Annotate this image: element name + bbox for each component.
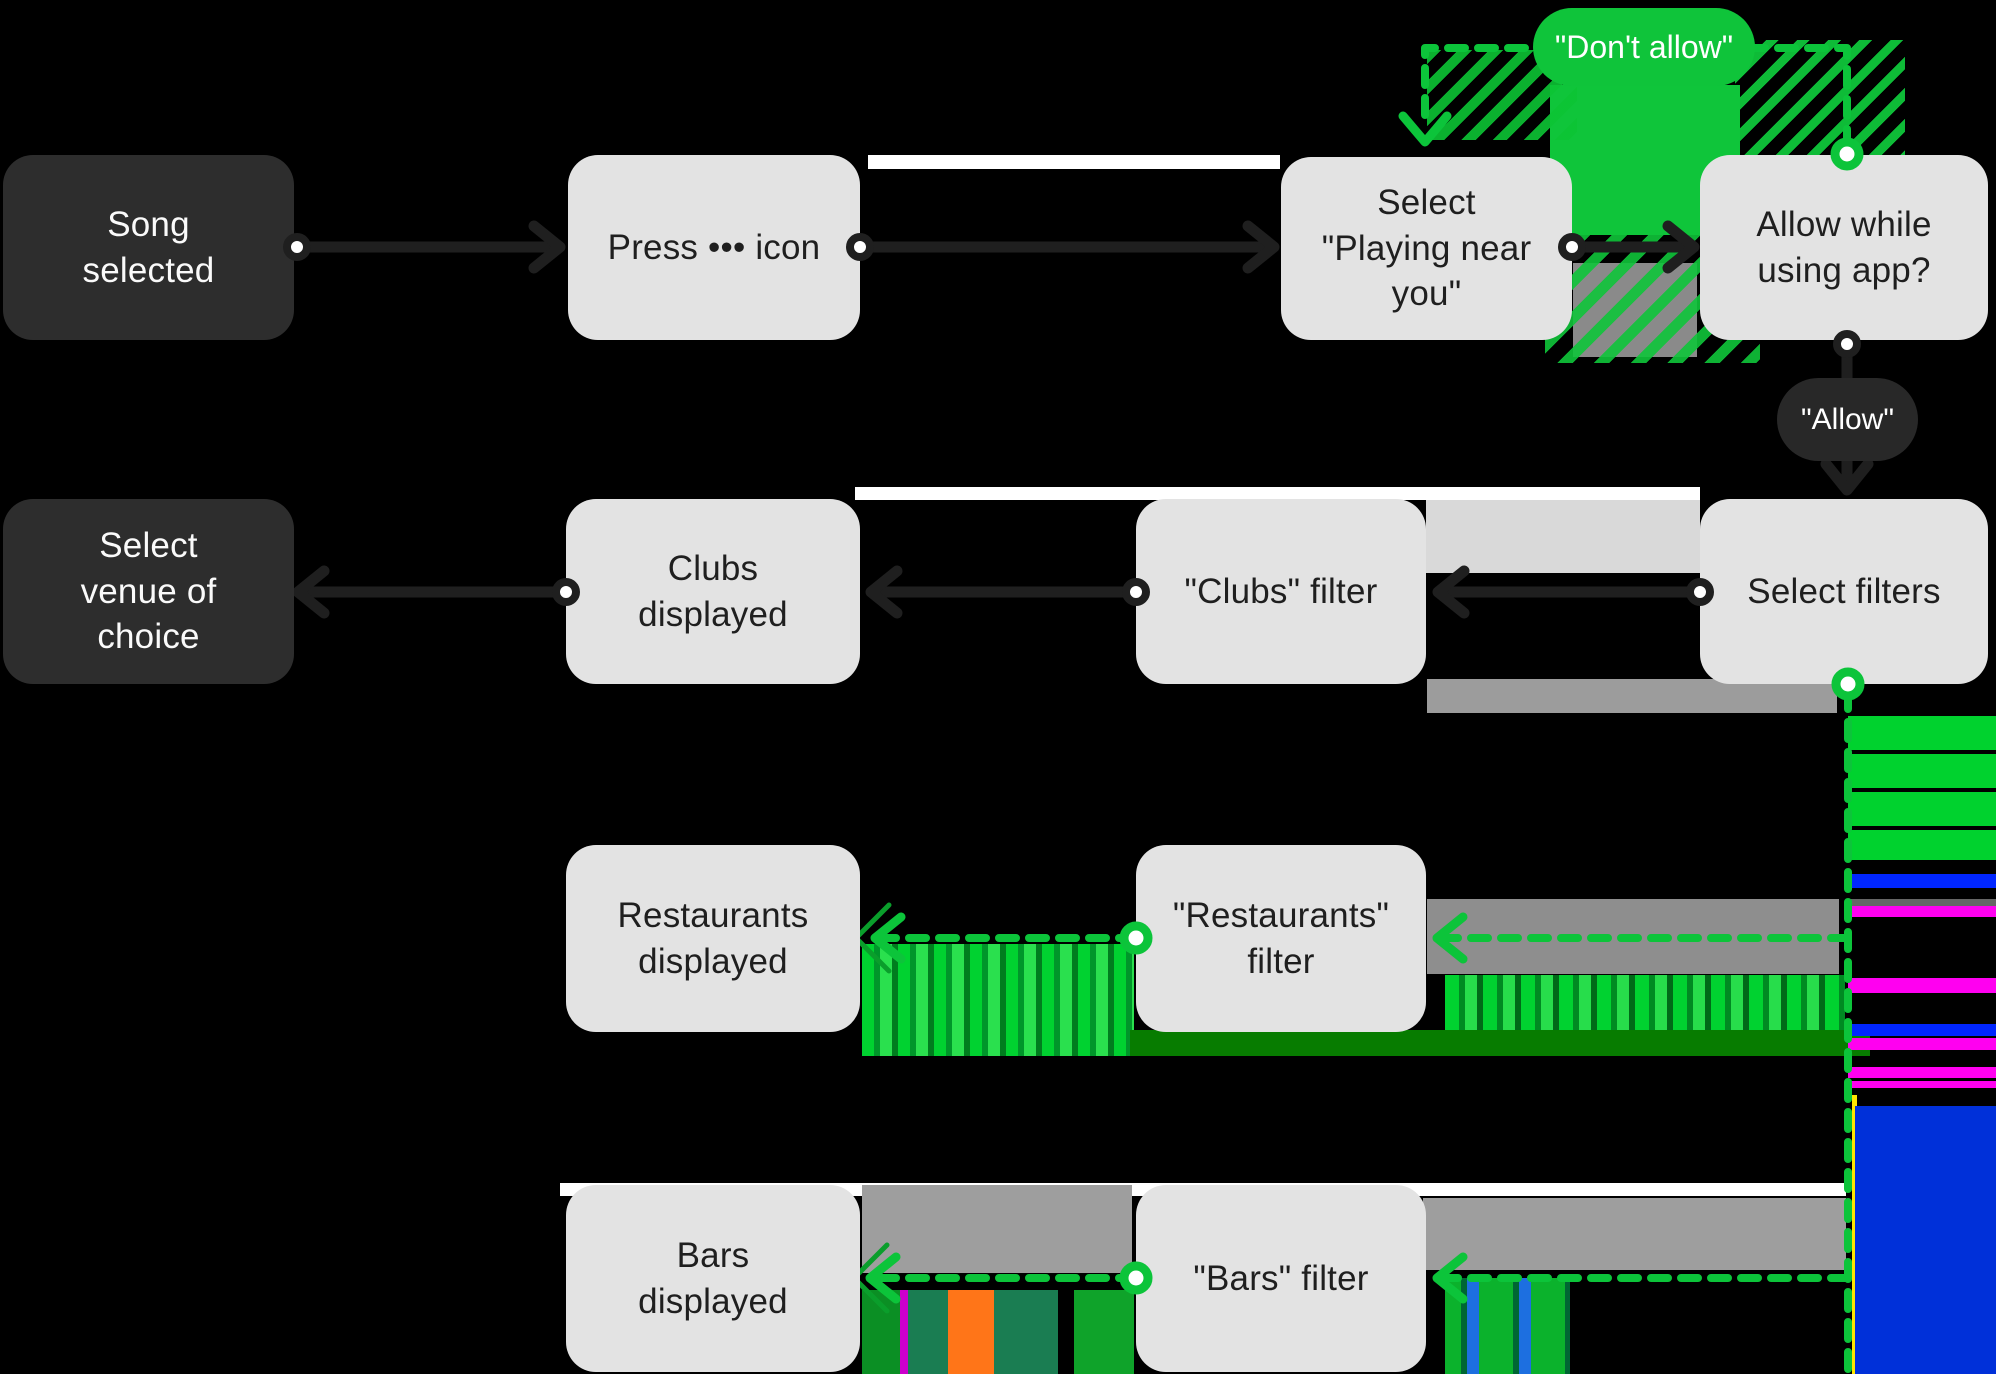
connector-dot-icon — [1833, 330, 1861, 358]
node-restaurants-displayed: Restaurants displayed — [566, 845, 860, 1032]
glitch-darkgreen-band — [1130, 1030, 1870, 1056]
connector-dot-green-icon — [1830, 137, 1864, 171]
glitch-blue-band-2 — [1848, 1024, 1996, 1036]
connector-dot-icon — [552, 578, 580, 606]
connector-dot-icon — [1558, 233, 1586, 261]
node-select-venue-of-choice: Select venue of choice — [3, 499, 294, 684]
glitch-white-stripe-row2 — [855, 487, 1700, 500]
glitch-color-stripes-bars-right — [1445, 1278, 1570, 1374]
glitch-magenta-band-4 — [1848, 1067, 1996, 1078]
connector-dot-icon — [1122, 578, 1150, 606]
node-clubs-displayed: Clubs displayed — [566, 499, 860, 684]
node-select-playing-near-you: Select "Playing near you" — [1281, 157, 1572, 340]
glitch-gray-band-row4-right — [1423, 1198, 1846, 1270]
glitch-green-stripes-restaurants — [862, 944, 1134, 1056]
glitch-gray-line — [1848, 899, 1996, 906]
green-edges — [851, 44, 1852, 1374]
node-restaurants-filter: "Restaurants" filter — [1136, 845, 1426, 1032]
arrowhead-down-icon — [1398, 111, 1452, 147]
node-select-filters: Select filters — [1700, 499, 1988, 684]
connector-dot-icon — [1686, 578, 1714, 606]
glitch-color-stripes-bars — [862, 1290, 1134, 1374]
arrowhead-left-icon — [1432, 565, 1470, 619]
node-clubs-filter: "Clubs" filter — [1136, 499, 1426, 684]
glitch-magenta-band-1 — [1848, 906, 1996, 917]
edge-label-allow: "Allow" — [1777, 378, 1918, 461]
glitch-lightgray-band-row2 — [1426, 500, 1700, 573]
arrowhead-down-icon — [1820, 458, 1874, 496]
node-bars-displayed: Bars displayed — [566, 1185, 860, 1372]
node-bars-filter: "Bars" filter — [1136, 1185, 1426, 1372]
arrowhead-left-icon — [292, 565, 330, 619]
node-song-selected: Song selected — [3, 155, 294, 340]
arrowhead-right-icon — [528, 220, 566, 274]
arrowhead-right-icon — [1242, 220, 1280, 274]
arrowhead-right-icon — [1662, 220, 1700, 274]
arrowhead-left-icon — [865, 1252, 901, 1304]
node-press-more-icon: Press ••• icon — [568, 155, 860, 340]
glitch-blue-block — [1855, 1106, 1996, 1374]
glitch-white-stripe-row1 — [868, 155, 1280, 169]
glitch-blue-band-1 — [1848, 874, 1996, 888]
node-allow-while-using-app: Allow while using app? — [1700, 155, 1988, 340]
arrowhead-left-icon — [865, 565, 903, 619]
glitch-green-stripes-row3-right — [1445, 975, 1845, 1031]
glitch-magenta-band-3 — [1848, 1038, 1996, 1050]
glitch-yellow-line — [1852, 1095, 1857, 1374]
glitch-gray-band-below-row2 — [1427, 679, 1837, 713]
glitch-magenta-band-5 — [1848, 1081, 1996, 1088]
glitch-green-smears-right — [1848, 716, 1996, 860]
connector-dot-icon — [846, 233, 874, 261]
arrowhead-left-icon — [1432, 912, 1468, 964]
connector-dot-icon — [283, 233, 311, 261]
connector-dot-green-icon — [1119, 1261, 1153, 1295]
glitch-gray-band-row4 — [862, 1185, 1132, 1273]
connector-dot-green-icon — [1119, 921, 1153, 955]
arrowhead-left-icon — [870, 912, 906, 964]
arrowhead-left-icon — [1432, 1252, 1468, 1304]
connector-dot-green-icon — [1831, 667, 1865, 701]
green-connector-dots — [1119, 137, 1865, 1295]
black-connector-dots — [283, 233, 1861, 606]
edge-label-dont-allow: "Don't allow" — [1533, 8, 1755, 86]
glitch-magenta-band-2 — [1848, 978, 1996, 993]
